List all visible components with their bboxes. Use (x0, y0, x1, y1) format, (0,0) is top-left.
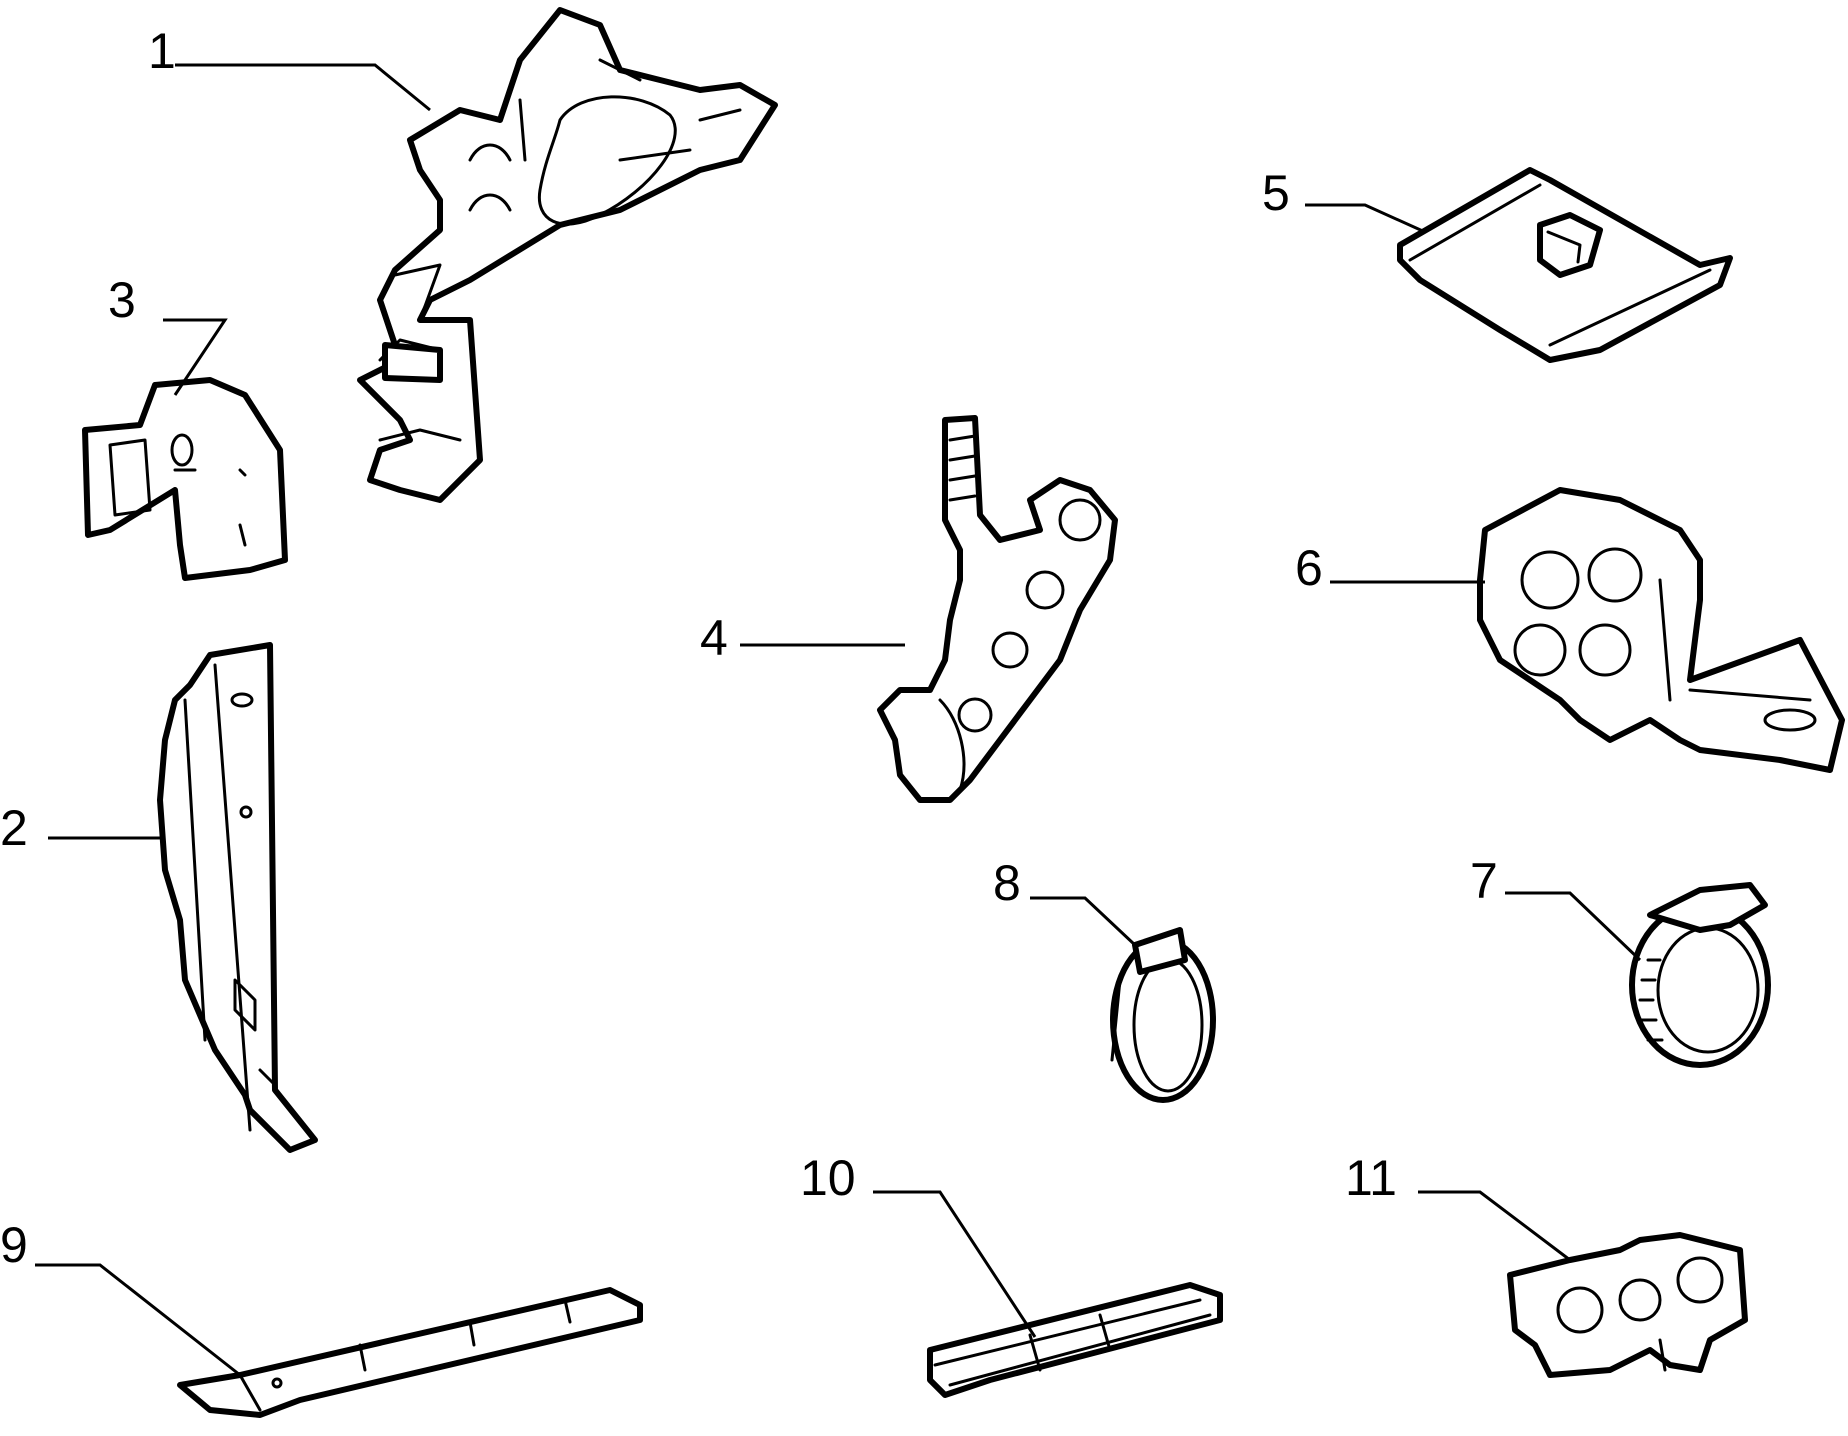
leader-9 (35, 1263, 241, 1377)
callout-8: 8 (993, 855, 1021, 911)
leader-8 (1030, 896, 1137, 947)
part-6-foot-clip (1477, 487, 1845, 773)
part-2-long-bracket (157, 642, 318, 1153)
callout-9: 9 (0, 1217, 28, 1273)
leader-5 (1305, 203, 1426, 234)
part-9-long-strip (177, 1287, 643, 1418)
callout-11: 11 (1345, 1150, 1397, 1206)
part-8-band-clamp (1110, 927, 1216, 1103)
leader-7 (1505, 891, 1642, 962)
callout-10: 10 (800, 1150, 856, 1206)
leader-11 (1418, 1190, 1571, 1262)
callout-3: 3 (108, 272, 136, 328)
callout-5: 5 (1262, 165, 1290, 221)
leader-3 (163, 318, 228, 396)
part-3-mounting-plate (82, 377, 288, 581)
part-4-threaded-clip (877, 415, 1118, 803)
part-10-short-strip (927, 1282, 1223, 1398)
part-7-hose-clamp (1629, 882, 1771, 1068)
part-1-harness-bracket (357, 7, 778, 503)
leader-10 (873, 1190, 1037, 1338)
callout-6: 6 (1295, 540, 1323, 596)
part-11-double-clip (1507, 1232, 1748, 1378)
callout-7: 7 (1470, 853, 1498, 909)
callout-labels: 1 3 2 4 5 6 8 7 9 10 11 (0, 23, 1498, 1273)
callout-2: 2 (0, 800, 28, 856)
callout-1: 1 (148, 23, 176, 79)
callout-4: 4 (700, 610, 728, 666)
leader-lines (35, 63, 1642, 1377)
part-5-clip-plate (1397, 167, 1733, 363)
leader-1 (175, 63, 431, 112)
